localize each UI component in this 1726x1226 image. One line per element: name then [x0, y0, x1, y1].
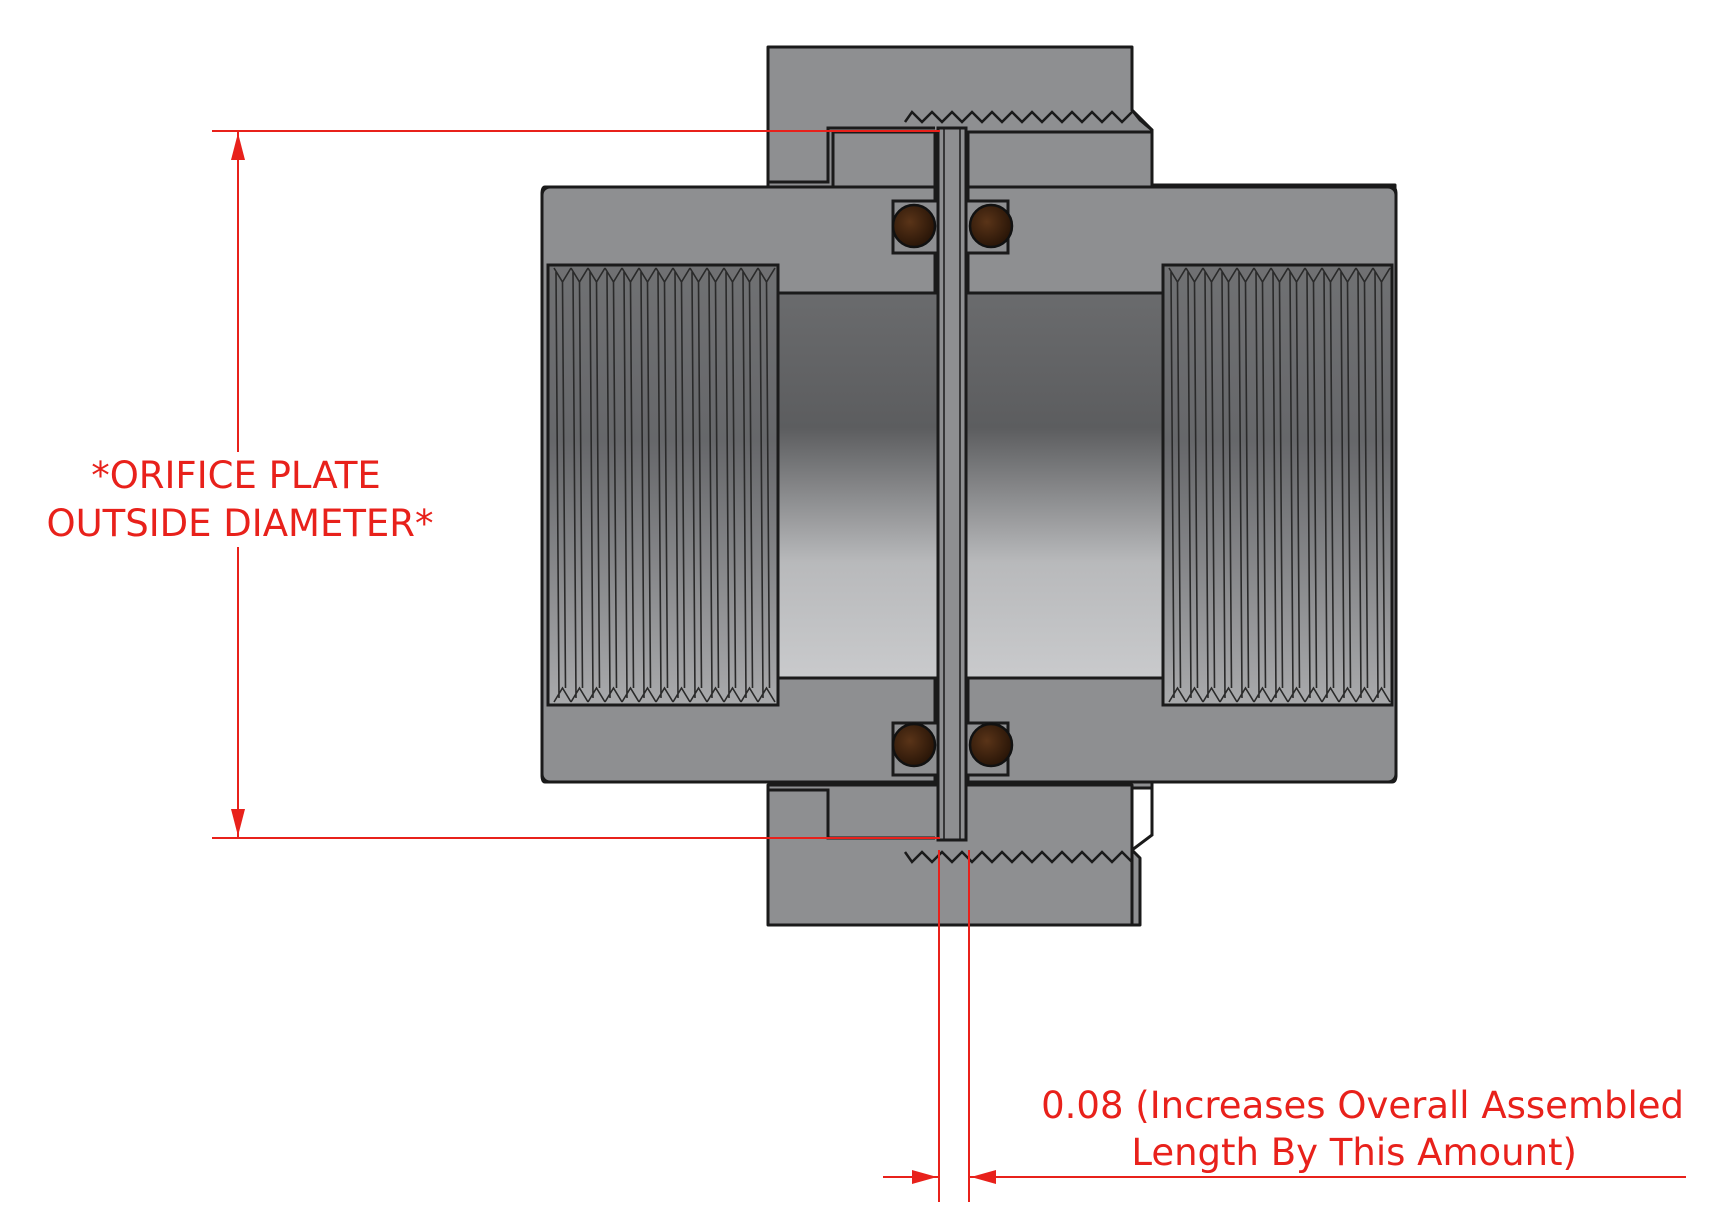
- thread-crest: [1219, 267, 1238, 703]
- dimension-plate-thickness: [883, 850, 1686, 1202]
- thickness-label-line2: Length By This Amount): [1131, 1131, 1577, 1174]
- thread-crest: [553, 267, 572, 703]
- thread-crest: [672, 267, 691, 703]
- arrowhead-left: [912, 1170, 937, 1184]
- arrowhead-bottom: [231, 809, 245, 836]
- right-thread-bore: [1161, 263, 1394, 707]
- orifice-od-label-line1: *ORIFICE PLATE: [91, 454, 381, 497]
- left-thread-bore: [546, 263, 780, 707]
- o-ring-top-right: [968, 203, 1014, 249]
- thread-crest: [706, 267, 725, 703]
- arrowhead-top: [231, 133, 245, 160]
- nut-thread-bottom: [903, 850, 1133, 864]
- o-ring-bottom-left: [891, 722, 937, 768]
- thread-crest: [1287, 267, 1306, 703]
- thread-crest: [655, 267, 674, 703]
- thread-crest: [1236, 267, 1255, 703]
- thread-crest: [1168, 267, 1187, 703]
- thread-crest: [1321, 267, 1340, 703]
- o-rings: [891, 203, 1014, 768]
- thread-crest: [1338, 267, 1357, 703]
- thread-crest: [587, 267, 606, 703]
- o-ring-bottom-right: [968, 722, 1014, 768]
- thread-crest: [689, 267, 708, 703]
- thread-crest: [1185, 267, 1204, 703]
- thread-crest: [570, 267, 589, 703]
- thread-crest: [1270, 267, 1289, 703]
- orifice-plate: [936, 126, 968, 842]
- thread-crest: [757, 267, 776, 703]
- thread-crest: [638, 267, 657, 703]
- nut-thread-top: [903, 110, 1133, 124]
- o-ring-top-left: [891, 203, 937, 249]
- thread-crest: [1372, 267, 1391, 703]
- thread-crest: [1253, 267, 1272, 703]
- thread-crest: [621, 267, 640, 703]
- thread-crest: [1202, 267, 1221, 703]
- thread-crest: [723, 267, 742, 703]
- thread-crest: [1304, 267, 1323, 703]
- orifice-od-label-line2: OUTSIDE DIAMETER*: [46, 502, 433, 545]
- thickness-label-line1: 0.08 (Increases Overall Assembled: [1041, 1084, 1684, 1127]
- thread-crest: [604, 267, 623, 703]
- thread-crest: [1355, 267, 1374, 703]
- arrowhead-right: [971, 1170, 996, 1184]
- thread-crest: [740, 267, 759, 703]
- flow-bore: [776, 291, 1165, 680]
